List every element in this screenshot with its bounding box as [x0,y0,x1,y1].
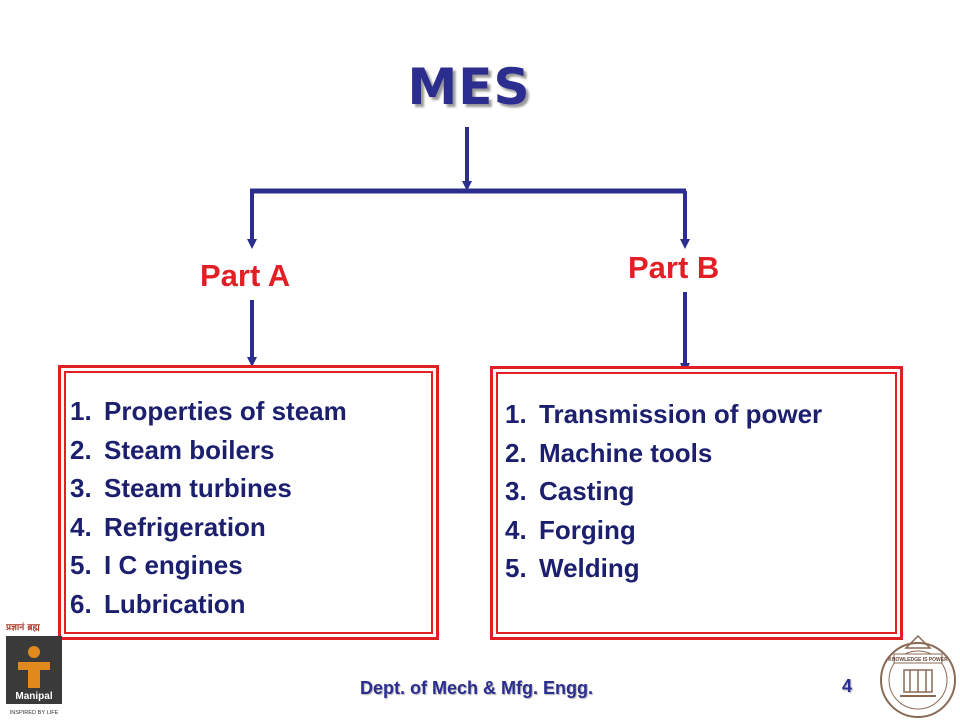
institute-seal: KNOWLEDGE IS POWER [880,634,956,718]
part-b-topic-list: 1.Transmission of power 2.Machine tools … [505,395,822,588]
list-item: 1.Transmission of power [505,399,823,429]
logo-tagline: INSPIRED BY LIFE [10,710,59,716]
slide-title: MES [407,58,531,116]
logo-hindi-text: प्रज्ञानं ब्रह्म [6,622,40,633]
list-item: 1.Properties of steam [70,396,347,426]
list-item: 3.Casting [505,476,635,506]
list-item: 2.Steam boilers [70,434,275,465]
seal-motto: KNOWLEDGE IS POWER [888,657,948,663]
list-item: 5.Welding [505,553,640,583]
part-b-box [490,366,903,640]
list-item: 2.Machine tools [505,437,713,468]
part-b-label: Part B [628,250,720,285]
part-a-box [58,365,439,640]
part-a-label: Part A [200,258,291,293]
list-item: 4.Forging [505,514,636,545]
list-item: 3.Steam turbines [70,473,292,503]
list-item: 5.I C engines [70,550,243,580]
manipal-logo: प्रज्ञानं ब्रह्म Manipal INSPIRED BY LIF… [6,622,62,716]
logo-name: Manipal [15,691,52,702]
list-item: 4.Refrigeration [70,511,266,542]
list-item: 6.Lubrication [70,588,246,619]
part-a-topic-list: 1.Properties of steam 2.Steam boilers 3.… [70,392,347,623]
footer-department: Dept. of Mech & Mfg. Engg. [360,678,593,698]
page-number: 4 [842,676,853,696]
